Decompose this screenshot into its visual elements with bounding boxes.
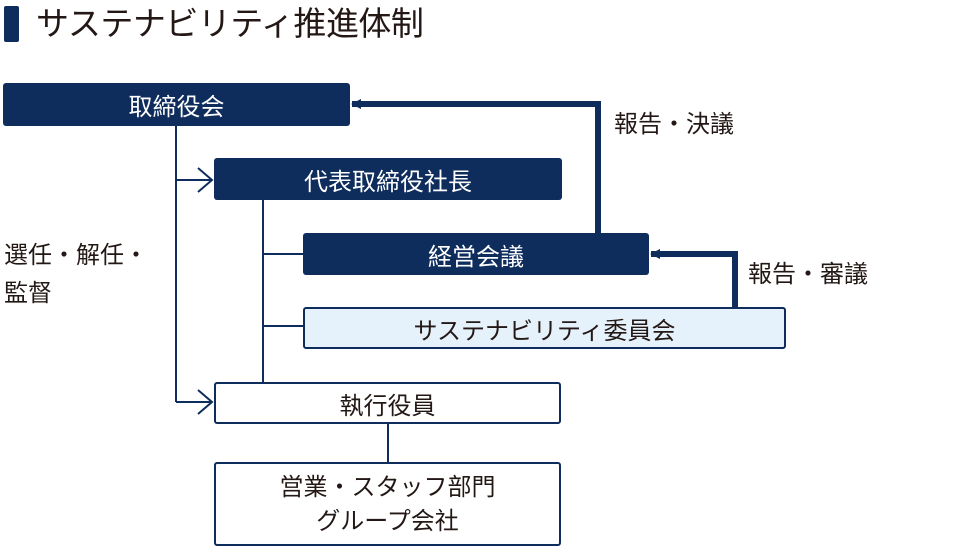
- report-resolution-label: 報告・決議: [614, 110, 734, 138]
- oversight-label-line1: 選任・解任・: [4, 241, 148, 269]
- sustainability-committee-box: サステナビリティ委員会: [303, 307, 786, 349]
- management-meeting-label: 経営会議: [428, 242, 524, 271]
- oversight-connector: [175, 126, 214, 415]
- management-meeting-box: 経営会議: [303, 233, 649, 275]
- president-connector: [262, 200, 303, 382]
- president-box: 代表取締役社長: [214, 158, 562, 200]
- page-title: サステナビリティ推進体制: [36, 4, 424, 43]
- report-deliberation-arrow: [650, 249, 738, 307]
- departments-box: 営業・スタッフ部門 グループ会社: [214, 462, 561, 546]
- board-of-directors-box: 取締役会: [3, 83, 350, 126]
- sustainability-committee-label: サステナビリティ委員会: [413, 316, 676, 345]
- board-of-directors-label: 取締役会: [128, 93, 225, 121]
- title-accent-bar: [4, 6, 19, 42]
- departments-label-line2: グループ会社: [316, 507, 459, 535]
- report-deliberation-label: 報告・審議: [748, 260, 868, 288]
- departments-label-line1: 営業・スタッフ部門: [279, 473, 496, 501]
- executive-officers-label: 執行役員: [339, 391, 436, 420]
- executive-officers-box: 執行役員: [214, 382, 561, 424]
- report-resolution-arrow: [351, 99, 601, 233]
- president-label: 代表取締役社長: [304, 167, 472, 196]
- oversight-label-line2: 監督: [4, 279, 52, 307]
